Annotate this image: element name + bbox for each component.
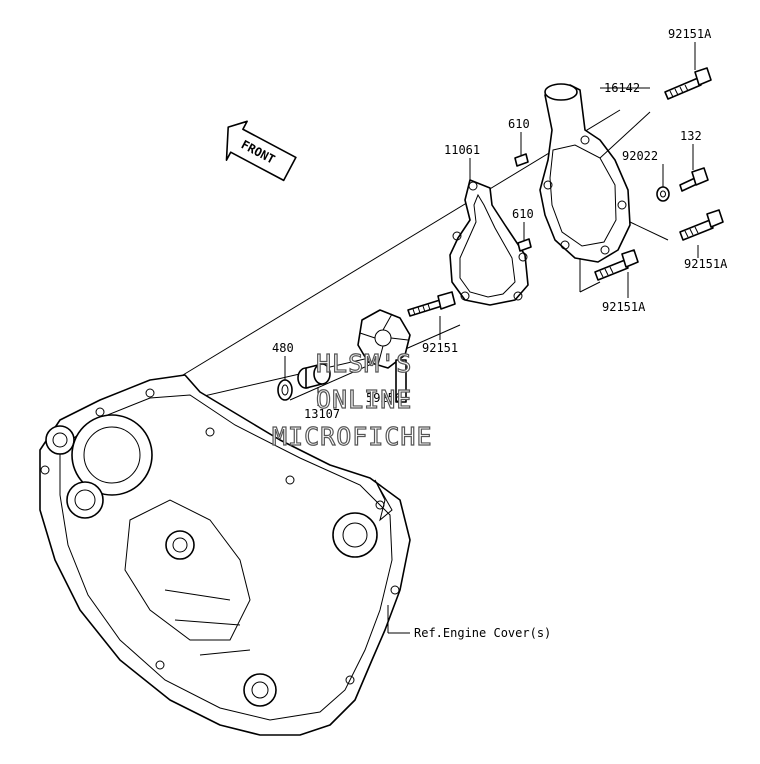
label-610-top: 610	[508, 117, 530, 131]
label-92151A-lower: 92151A	[602, 300, 646, 314]
circlip-480	[277, 379, 293, 401]
bolt-92151A-lower	[594, 249, 639, 281]
label-92022: 92022	[622, 149, 658, 163]
watermark-line2: ONLINE	[316, 385, 412, 414]
assembly-axis-line	[177, 109, 621, 379]
label-ref-engine-cover: Ref.Engine Cover(s)	[414, 626, 551, 640]
impeller-59256	[357, 309, 411, 403]
dowel-pin-610-top	[514, 153, 529, 167]
bolt-92151A-right	[679, 209, 724, 241]
label-132: 132	[680, 129, 702, 143]
label-92151: 92151	[422, 341, 458, 355]
label-92151A-top: 92151A	[668, 27, 712, 41]
bolt-132	[679, 167, 709, 192]
front-arrow-icon: FRONT	[225, 120, 297, 182]
label-610-mid: 610	[512, 207, 534, 221]
watermark-line3: MICROFICHE	[272, 422, 433, 451]
leader-line	[579, 281, 601, 293]
label-480: 480	[272, 341, 294, 355]
label-59256: 59256	[366, 391, 402, 405]
pump-cover-16142	[539, 83, 631, 263]
bolt-92151	[407, 291, 456, 317]
leader-line	[629, 221, 669, 241]
watermark-line1: HLSM'S	[316, 349, 412, 378]
label-92151A-right: 92151A	[684, 257, 728, 271]
leader-line	[599, 111, 651, 159]
crankcase-cover	[39, 374, 411, 736]
gasket-11061	[449, 179, 529, 306]
dowel-pin-610-mid	[517, 238, 532, 252]
label-11061: 11061	[444, 143, 480, 157]
bolt-92151A-top	[664, 67, 712, 100]
seal-13107	[297, 363, 331, 389]
label-13107: 13107	[304, 407, 340, 421]
label-16142: 16142	[604, 81, 640, 95]
washer-92022	[656, 186, 670, 202]
